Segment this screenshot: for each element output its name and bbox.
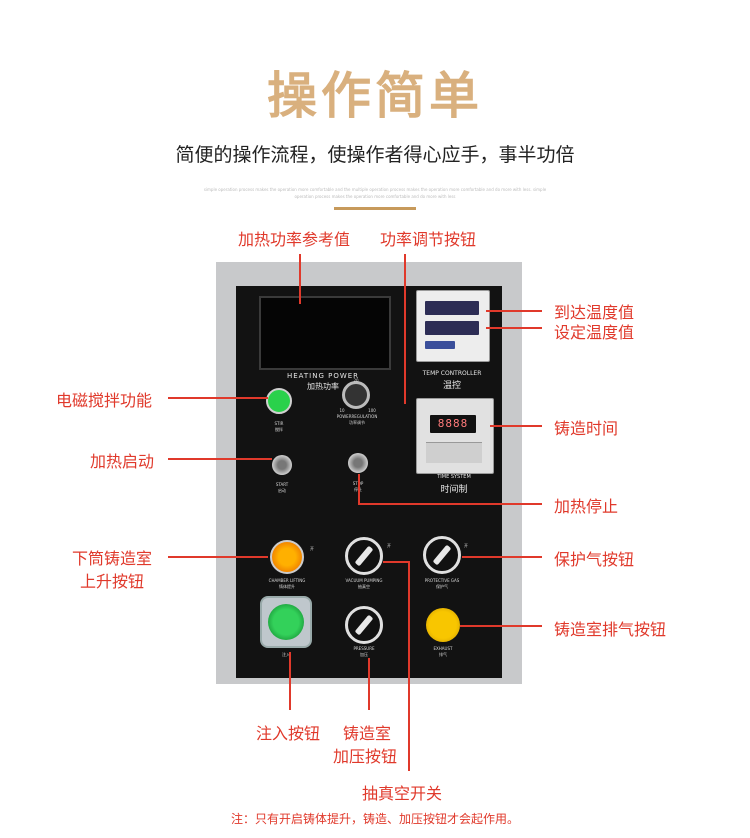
temp-controller-label-en: TEMP CONTROLLER (422, 370, 482, 377)
power-regulation-label-en: POWERREGULATION (336, 414, 378, 419)
vacuum-label-en: VACUUM PUMPING (345, 578, 383, 583)
lift-on-mark: 开 (310, 546, 314, 551)
lift-label-en: CHAMBER LIFTING (268, 578, 306, 583)
callout-power-knob: 功率调节按钮 (380, 230, 477, 249)
line-lift (168, 556, 268, 558)
stir-label-en: STIR (274, 421, 284, 426)
page-title: 操作简单 (267, 67, 483, 125)
timer-window (430, 415, 476, 433)
power-regulation-knob[interactable] (342, 381, 370, 409)
line-pressure (368, 658, 370, 710)
protective-gas-switch[interactable] (423, 536, 461, 574)
line-power-knob (404, 254, 406, 404)
exhaust-label-cn: 排气 (439, 652, 447, 657)
line-gas (462, 556, 542, 558)
temp-controller-label-cn: 温控 (442, 381, 461, 391)
callout-lift-line1: 下筒铸造室 (72, 549, 153, 568)
temp-keys[interactable] (425, 341, 455, 349)
line-stir (168, 397, 268, 399)
exhaust-button[interactable] (426, 608, 460, 642)
callout-inject: 注入按钮 (256, 724, 321, 743)
callout-reached-temp: 到达温度值 (554, 303, 635, 322)
stop-label-en: STOP (338, 481, 378, 486)
exhaust-label-en: EXHAUST (433, 646, 453, 651)
time-system-label-en: TIME SYSTEM (437, 474, 471, 480)
decorative-caption: simple operation process makes the opera… (203, 187, 547, 199)
line-exhaust (460, 625, 542, 627)
inject-button[interactable] (268, 604, 304, 640)
callout-pressure-line1: 铸造室 (343, 724, 392, 743)
gas-label-cn: 保护气 (436, 584, 448, 589)
gas-label-en: PROTECTIVE GAS (424, 578, 460, 583)
line-heating-power (299, 254, 301, 304)
heating-power-display (259, 296, 391, 370)
footnote: 注：只有开启铸体提升，铸造、加压按钮才会起作用。 (230, 812, 519, 826)
time-system-label-cn: 时间制 (440, 485, 468, 495)
callout-exhaust: 铸造室排气按钮 (554, 620, 667, 639)
page-subtitle: 简便的操作流程，使操作者得心应手，事半功倍 (175, 144, 575, 166)
line-reached-temp (486, 310, 542, 312)
stop-button[interactable] (348, 453, 368, 473)
pressure-label-cn: 加压 (360, 652, 368, 657)
vacuum-switch[interactable] (345, 537, 383, 575)
heating-power-label-en: HEATING POWER (286, 372, 360, 380)
gas-on-mark: 开 (464, 543, 468, 548)
line-vacuum-vertical (408, 561, 410, 771)
callout-gas: 保护气按钮 (554, 550, 635, 569)
timer-dial (426, 442, 482, 463)
callout-heating-power: 加热功率参考值 (238, 230, 351, 249)
power-regulation-label-cn: 功率调节 (349, 420, 365, 425)
callout-lift-line2: 上升按钮 (80, 572, 145, 591)
callout-stop: 加热停止 (554, 497, 619, 516)
line-stop-horizontal (358, 503, 542, 505)
vacuum-on-mark: 开 (387, 543, 391, 548)
knob-scale-high: 100 (368, 408, 376, 413)
chamber-lift-button[interactable] (270, 540, 304, 574)
knob-scale-mid: 20 (353, 378, 359, 383)
inject-label-cn: 注入 (282, 652, 290, 657)
stir-button[interactable] (266, 388, 292, 414)
stir-label-cn: 搅拌 (275, 427, 283, 432)
title-divider (334, 207, 416, 210)
start-label-cn: 启动 (278, 488, 286, 493)
timer-digits: 8888 (437, 417, 469, 430)
line-start (168, 458, 272, 460)
line-set-temp (486, 327, 542, 329)
callout-timer: 铸造时间 (554, 419, 619, 438)
lift-label-cn: 铸体提升 (279, 584, 295, 589)
heating-power-label-cn: 加热功率 (307, 382, 339, 391)
line-timer (490, 425, 542, 427)
callout-pressure-line2: 加压按钮 (333, 747, 398, 766)
callout-stir: 电磁搅拌功能 (56, 391, 153, 410)
callout-set-temp: 设定温度值 (554, 323, 635, 342)
start-label-en: START (275, 482, 289, 487)
temp-controller (416, 290, 490, 362)
line-inject (289, 652, 291, 710)
pressurize-switch[interactable] (345, 606, 383, 644)
start-button[interactable] (272, 455, 292, 475)
callout-start: 加热启动 (90, 452, 155, 471)
temp-reached-readout (425, 301, 479, 315)
vacuum-label-cn: 抽真空 (358, 584, 370, 589)
pressure-label-en: PRESSURE (353, 646, 375, 651)
knob-scale-low: 10 (339, 408, 345, 413)
line-vacuum-horizontal (383, 561, 409, 563)
callout-vacuum: 抽真空开关 (362, 784, 443, 803)
line-stop-vertical (358, 474, 360, 504)
temp-set-readout (425, 321, 479, 335)
